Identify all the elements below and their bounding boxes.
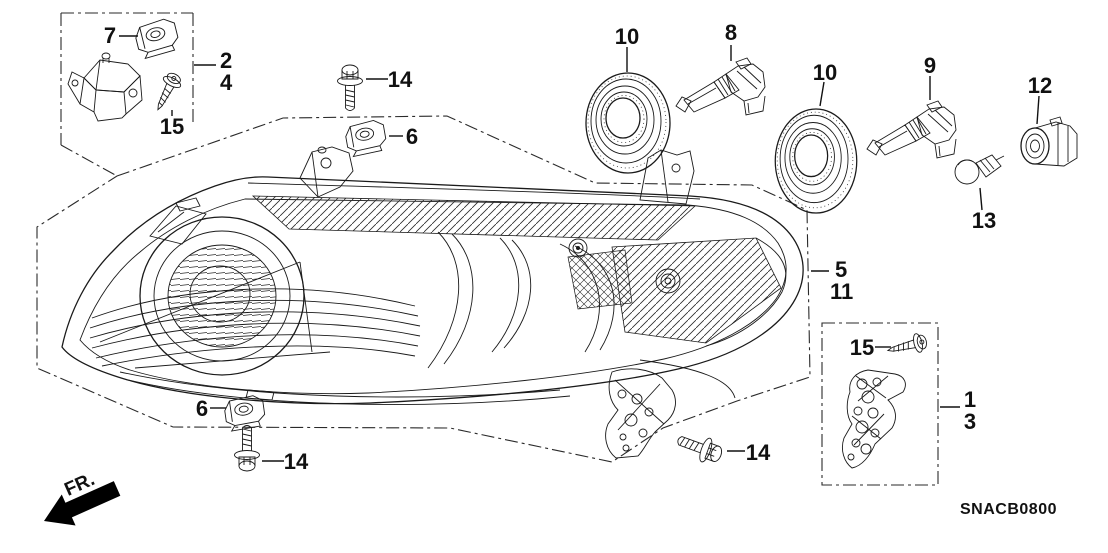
callout-6-bottom: 6 xyxy=(196,396,208,421)
callout-11: 11 xyxy=(830,279,853,304)
callout-8: 8 xyxy=(725,20,737,45)
tapping-screw-upper xyxy=(149,69,185,115)
flange-bolt-top xyxy=(337,64,363,111)
fr-direction-arrow: FR. xyxy=(44,469,121,526)
diagram-code: SNACB0800 xyxy=(960,501,1057,518)
callout-10-right: 10 xyxy=(813,60,837,85)
callout-10-left: 10 xyxy=(615,24,639,49)
callout-9: 9 xyxy=(924,53,936,78)
callout-14-bottom-right: 14 xyxy=(746,440,771,465)
seal-grommet-left xyxy=(585,72,671,174)
headlight-bulb-8 xyxy=(675,57,766,116)
mount-bracket-kit-lower xyxy=(841,369,906,469)
callout-1: 1 xyxy=(964,387,976,412)
flange-bolt-bottom-right xyxy=(673,427,726,468)
mount-bracket-kit-upper xyxy=(67,52,143,122)
tapping-screw-lower xyxy=(885,331,929,361)
housing-lower-bracket xyxy=(605,368,676,459)
leader-lines xyxy=(119,35,1040,462)
headlight-assembly xyxy=(61,146,804,459)
clip-nut-top xyxy=(343,118,389,158)
callout-4: 4 xyxy=(220,70,233,95)
zone-boundaries xyxy=(36,12,939,486)
callout-13: 13 xyxy=(972,208,996,233)
callout-14-top: 14 xyxy=(388,67,413,92)
callout-6-top: 6 xyxy=(406,124,418,149)
seal-grommet-right xyxy=(774,108,858,214)
bulb-socket-12 xyxy=(1020,116,1078,167)
callout-12: 12 xyxy=(1028,73,1052,98)
housing-mount-bracket-left xyxy=(299,146,354,198)
callout-2: 2 xyxy=(220,48,232,73)
housing-mount-bracket-right xyxy=(639,149,695,205)
callout-15-upper: 15 xyxy=(160,114,184,139)
callout-5: 5 xyxy=(835,257,847,282)
callout-labels: 7 2 4 15 14 6 10 8 10 9 12 13 5 11 15 1 … xyxy=(104,20,1052,474)
signal-bulb-13 xyxy=(954,154,1005,185)
callout-15-lower: 15 xyxy=(850,335,874,360)
flange-bolt-bottom-left xyxy=(234,425,260,472)
callout-3: 3 xyxy=(964,409,976,434)
clip-nut-7 xyxy=(132,16,182,60)
callout-14-bottom-left: 14 xyxy=(284,449,309,474)
callout-7: 7 xyxy=(104,23,116,48)
headlight-bulb-9 xyxy=(866,100,957,159)
